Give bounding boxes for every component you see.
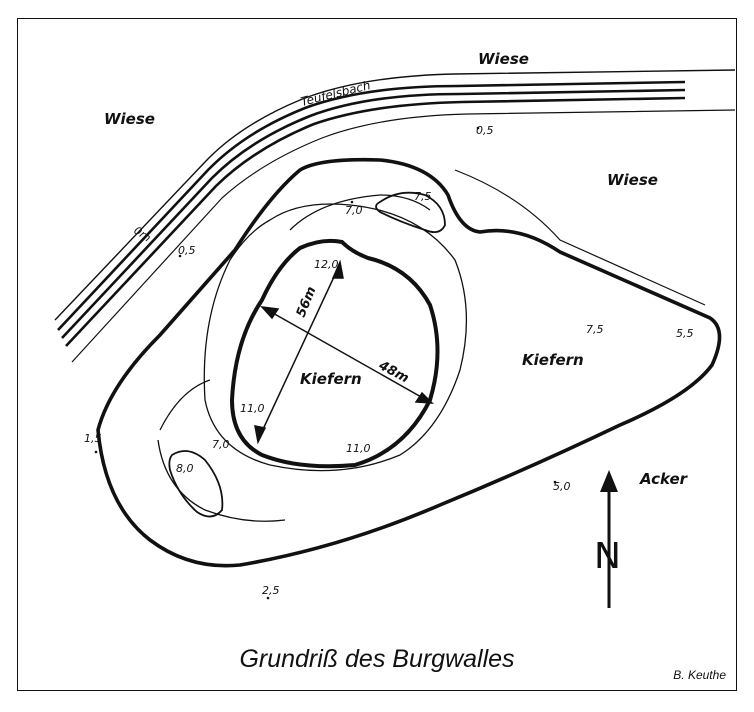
lobe-contour-top bbox=[289, 194, 431, 231]
label-wiese-north: Wiese bbox=[478, 50, 529, 68]
label-kiefern-center: Kiefern bbox=[300, 370, 362, 388]
elev-0m: 0m bbox=[131, 224, 153, 245]
arrowhead-ns-bottom bbox=[254, 425, 267, 445]
stream-bank-inner bbox=[71, 109, 736, 363]
inner-contour bbox=[203, 203, 468, 472]
arrowhead-ew-right bbox=[414, 391, 434, 404]
dim-line-ns bbox=[257, 263, 341, 441]
north-arrow: N bbox=[594, 470, 621, 608]
elevation-dot bbox=[178, 254, 182, 258]
elevation-dot bbox=[94, 450, 98, 454]
label-wiese-east: Wiese bbox=[607, 171, 658, 189]
stream-line-2 bbox=[61, 88, 686, 339]
elevation-dot bbox=[266, 596, 270, 600]
elev-0-5-west: 0,5 bbox=[178, 244, 196, 257]
elev-1-5: 1,5 bbox=[84, 432, 102, 445]
stream-lines bbox=[54, 69, 736, 363]
map-caption: Grundriß des Burgwalles bbox=[239, 645, 515, 673]
elev-5-0: 5,0 bbox=[553, 480, 571, 493]
stream-line-3 bbox=[65, 96, 686, 347]
elev-2-5: 2,5 bbox=[262, 584, 280, 597]
lobe-bottom bbox=[168, 450, 224, 518]
elevation-dots bbox=[94, 126, 557, 600]
label-kiefern-east: Kiefern bbox=[522, 351, 584, 369]
elev-7-5-east: 7,5 bbox=[586, 323, 604, 336]
dimension-label-ew: 48m bbox=[375, 358, 411, 387]
elev-12-0: 12,0 bbox=[314, 258, 339, 271]
elev-8-0: 8,0 bbox=[176, 462, 194, 475]
outer-bank-line bbox=[454, 169, 706, 306]
lobe-top bbox=[375, 191, 446, 234]
dim-line-ew bbox=[263, 307, 431, 403]
elev-7-5-top: 7,5 bbox=[414, 190, 432, 203]
elevation-dot bbox=[553, 480, 557, 484]
arrowhead-ew-left bbox=[260, 306, 280, 320]
elevation-dot bbox=[476, 126, 480, 130]
dimension-lines bbox=[254, 259, 434, 445]
outer-wall bbox=[96, 157, 722, 568]
inner-wall bbox=[229, 238, 440, 469]
stream-bank-outer bbox=[54, 69, 736, 321]
label-teufelsbach: Teufelsbach bbox=[299, 78, 371, 109]
stream-line-1 bbox=[57, 80, 686, 331]
north-arrowhead-icon bbox=[600, 470, 618, 492]
label-wiese-west: Wiese bbox=[104, 110, 155, 128]
elev-0-5-north: 0,5 bbox=[476, 124, 494, 137]
lobe-contour-bottom bbox=[157, 379, 286, 522]
elev-7-0-top: 7,0 bbox=[345, 204, 363, 217]
author-credit: B. Keuthe bbox=[673, 668, 726, 682]
elev-11-0-bottom: 11,0 bbox=[346, 442, 371, 455]
label-acker: Acker bbox=[639, 470, 689, 488]
elevation-dot bbox=[350, 200, 354, 204]
arrowhead-ns-top bbox=[331, 259, 344, 279]
map-frame bbox=[17, 18, 737, 691]
elev-5-5: 5,5 bbox=[676, 327, 694, 340]
dimension-label-ns: 56m bbox=[294, 285, 320, 320]
north-arrow-letter: N bbox=[594, 536, 621, 577]
elev-7-0-bottom: 7,0 bbox=[212, 438, 230, 451]
elev-11-0-left: 11,0 bbox=[240, 402, 265, 415]
